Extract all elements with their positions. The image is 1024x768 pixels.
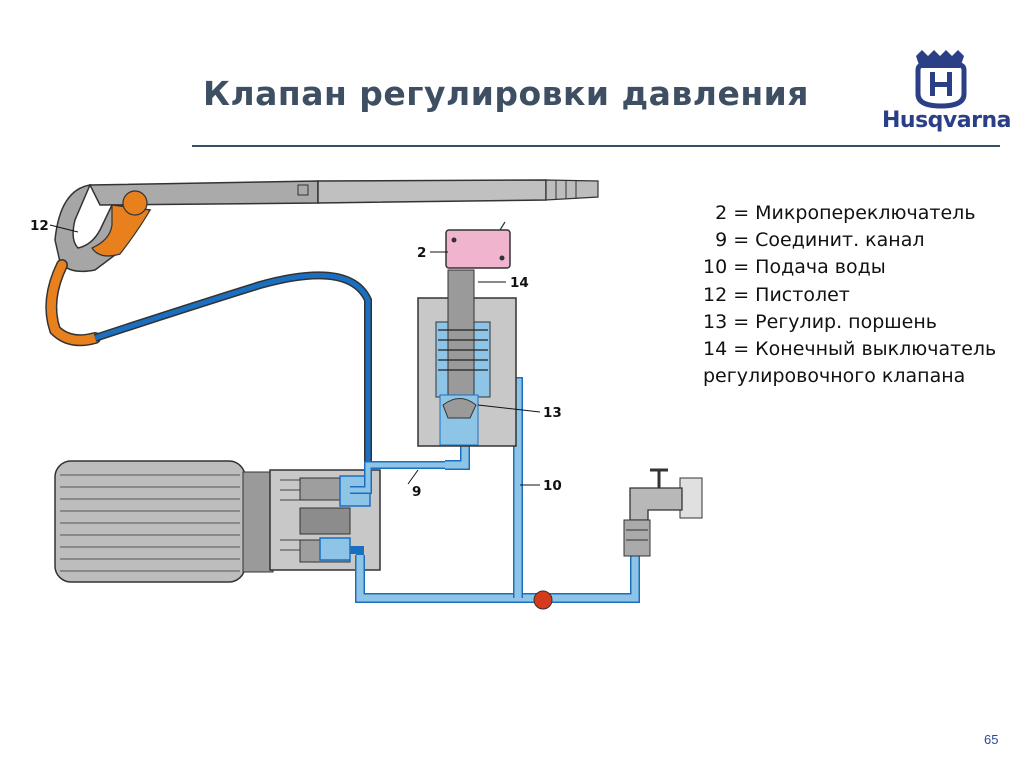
- legend-item: 14 = Конечный выключатель: [703, 338, 997, 361]
- high-pressure-hose: [93, 271, 372, 470]
- callout-9: 9: [412, 484, 421, 500]
- microswitch: [445, 221, 511, 269]
- legend-item: 9 = Соединит. канал: [703, 229, 925, 252]
- page-number: 65: [984, 732, 999, 747]
- water-faucet: [623, 468, 703, 557]
- motor: [54, 460, 274, 583]
- pressure-valve-diagram: 12 2 14 13 9 10: [30, 179, 703, 610]
- callout-2: 2: [417, 245, 426, 261]
- legend: 2 = Микропереключатель 9 = Соединит. кан…: [703, 200, 996, 390]
- legend-item: 2 = Микропереключатель: [703, 202, 976, 224]
- callout-13: 13: [543, 405, 562, 421]
- legend-item: 13 = Регулир. поршень: [703, 310, 937, 333]
- callout-10: 10: [543, 478, 562, 494]
- regulating-valve: [417, 269, 517, 447]
- legend-item: регулировочного клапана: [703, 365, 966, 388]
- return-line: [355, 548, 640, 603]
- legend-item: 10 = Подача воды: [703, 256, 886, 279]
- pump-head: [269, 461, 445, 600]
- page-title: Клапан регулировки давления: [203, 74, 809, 113]
- spray-gun: [45, 179, 599, 347]
- husqvarna-logo-icon: [915, 50, 967, 109]
- callout-12: 12: [30, 218, 49, 234]
- callout-14: 14: [510, 275, 529, 291]
- brand-name: Husqvarna: [882, 108, 1011, 133]
- inlet-valve-icon: [533, 590, 553, 610]
- legend-item: 12 = Пистолет: [703, 283, 850, 306]
- title-divider: [192, 145, 1000, 147]
